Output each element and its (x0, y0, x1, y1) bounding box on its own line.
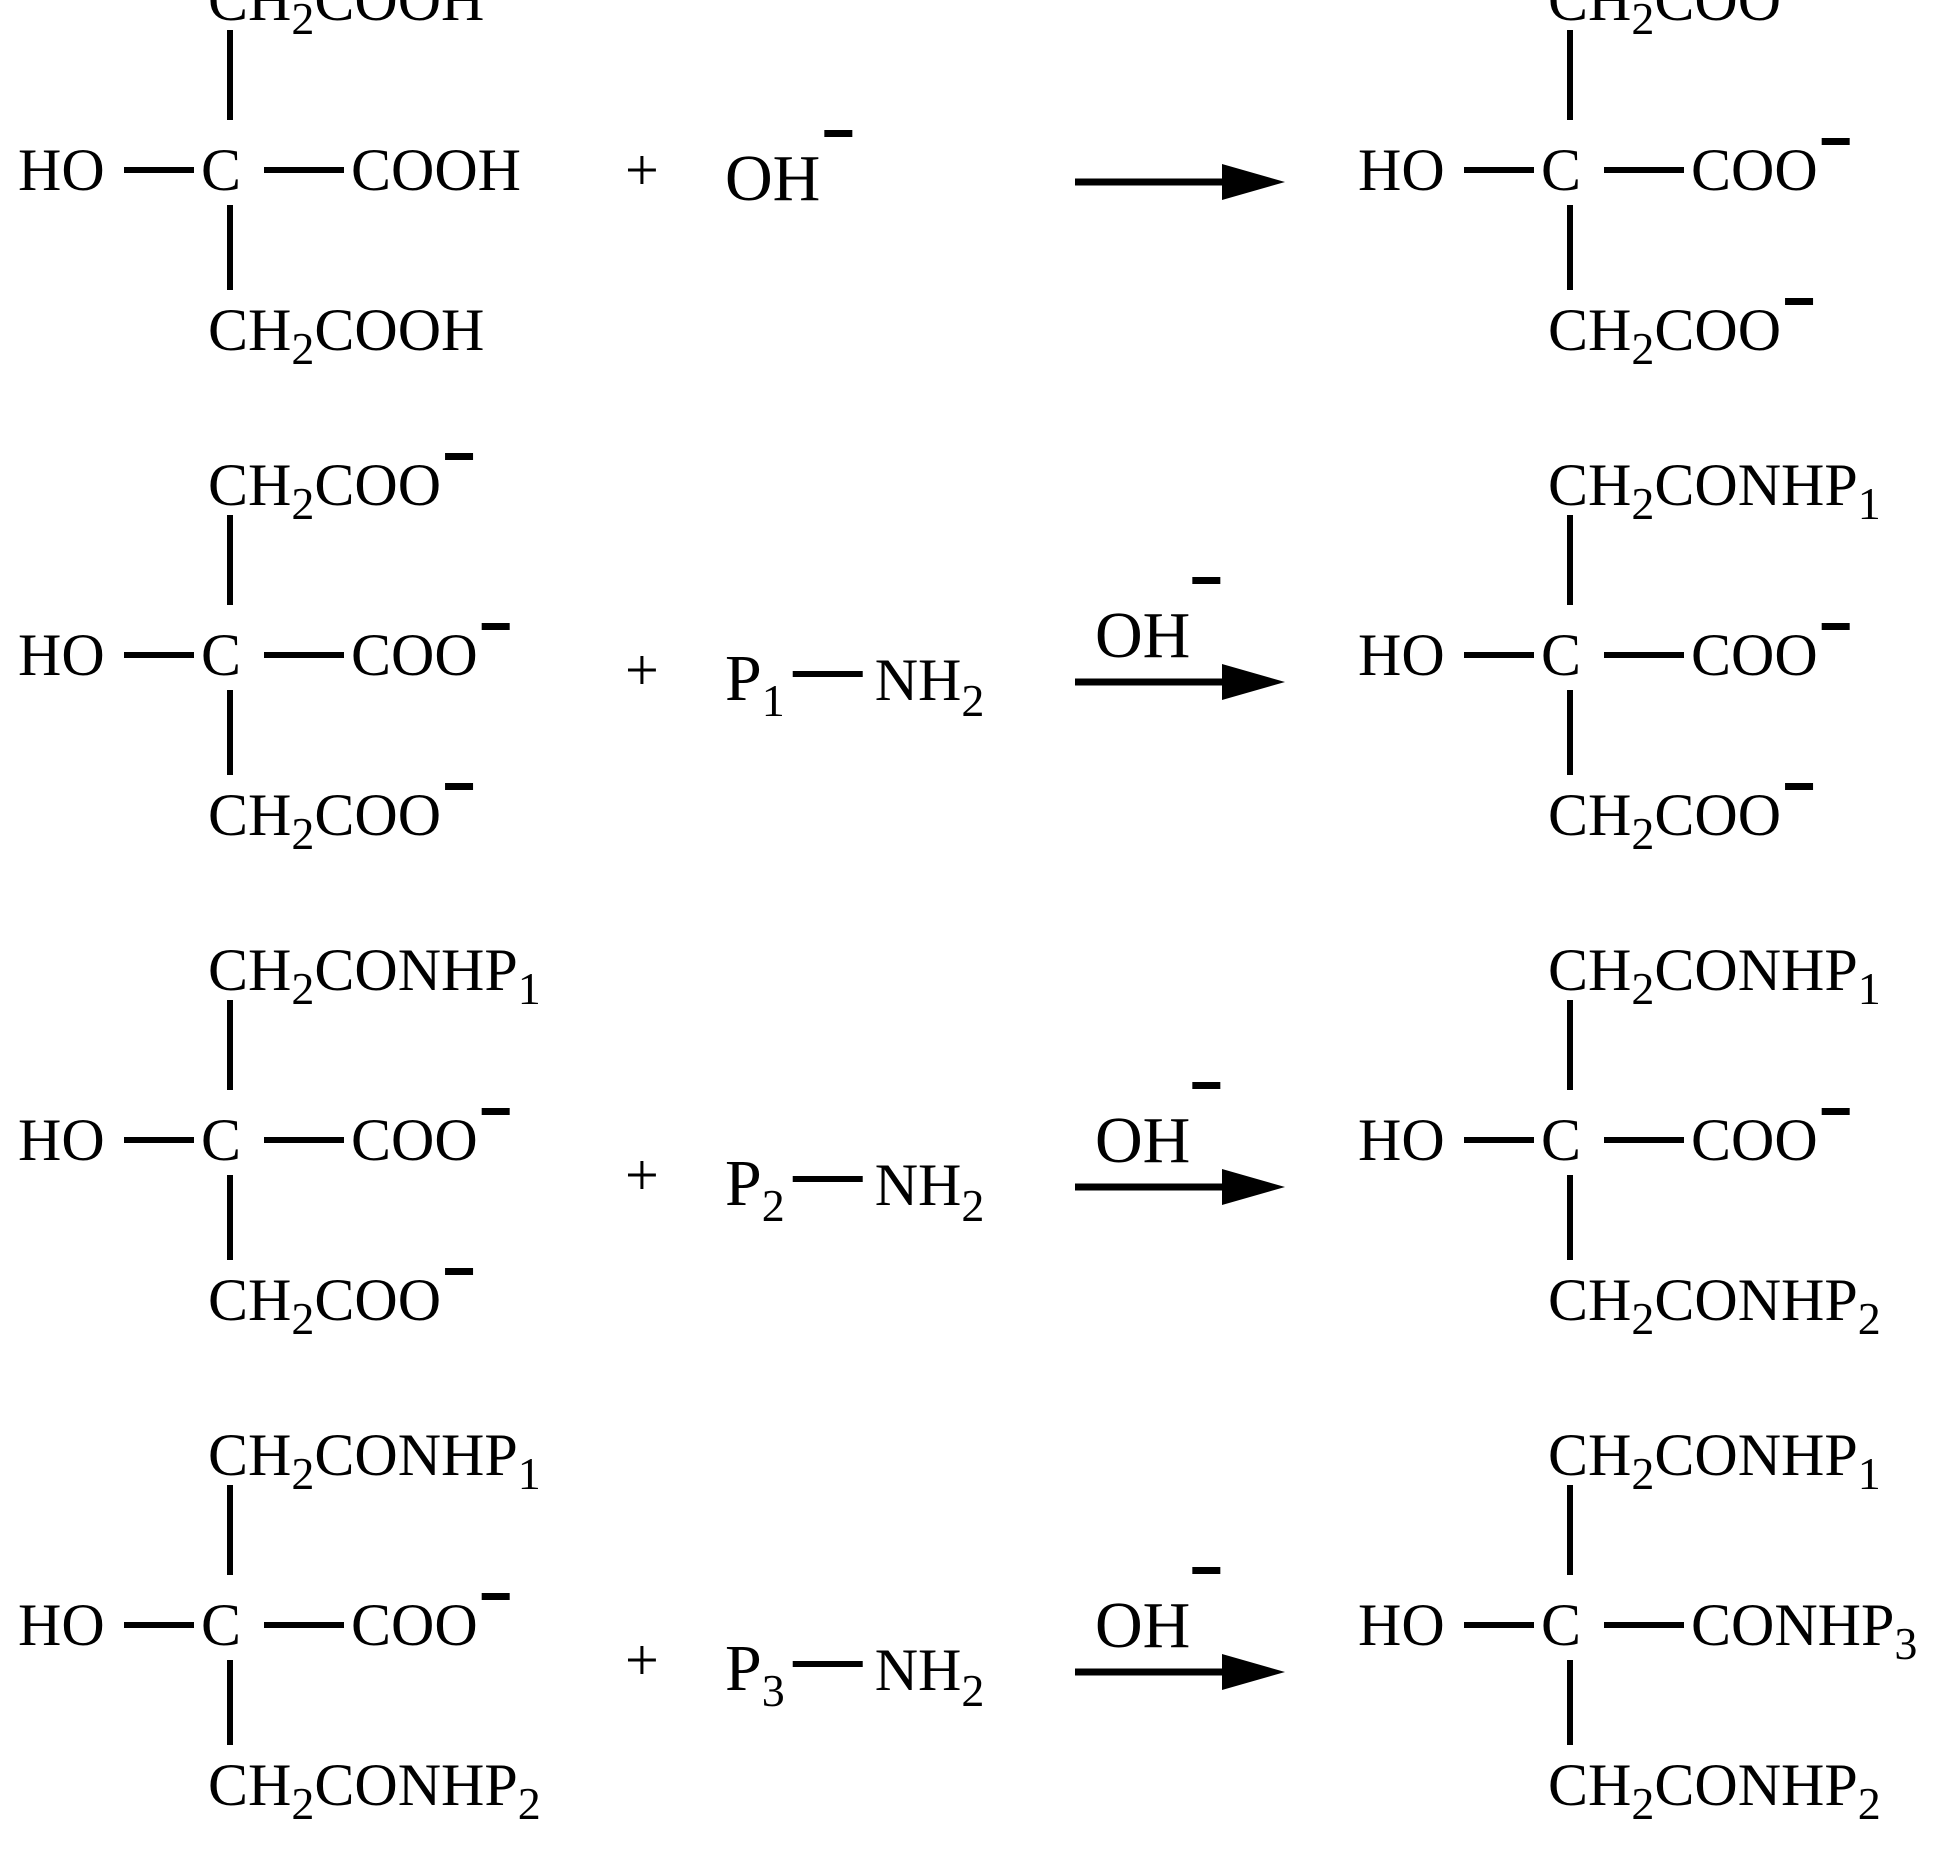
reactant-1-bottom-group: CH2COOH (208, 297, 484, 374)
reaction-row-1: HO C CH2COOH COOH CH2COOH + OH HO C CH2COO COO CH2C… (18, 0, 1850, 374)
reactant-1-center-carbon: C (201, 137, 241, 203)
reactant-2-hydroxyl: HO (18, 622, 105, 688)
product-2-bottom-charge-minus (1785, 783, 1814, 790)
plus-sign: + (625, 1627, 659, 1693)
product-2-right-charge-minus (1821, 623, 1850, 630)
reaction-arrowhead (1222, 664, 1285, 700)
reactant-4-right-charge-minus (481, 1593, 510, 1600)
arrow-catalyst-charge-minus (1192, 577, 1221, 584)
product-1-bottom-charge-minus (1785, 298, 1814, 305)
reactant-2-center-carbon: C (201, 622, 241, 688)
reactant-4-bottom-group: CH2CONHP2 (208, 1752, 541, 1829)
product-4-center-carbon: C (1541, 1592, 1581, 1658)
product-4-bottom-group: CH2CONHP2 (1548, 1752, 1881, 1829)
reactant-2-bottom-charge-minus (445, 783, 474, 790)
amine-reagent-p: P2 (725, 1147, 785, 1231)
product-3-center-carbon: C (1541, 1107, 1581, 1173)
plus-sign: + (625, 137, 659, 203)
reactant-3-bottom-group: CH2COO (208, 1267, 441, 1344)
reaction-arrowhead (1222, 164, 1285, 200)
reactant-2-top-group: CH2COO (208, 452, 441, 529)
reactant-2-right-group: COO (351, 622, 478, 688)
arrow-catalyst-charge-minus (1192, 1082, 1221, 1089)
hydroxide-charge-minus (824, 130, 853, 137)
product-2-center-carbon: C (1541, 622, 1581, 688)
arrow-catalyst-label: OH (1095, 1104, 1190, 1177)
reactant-2-top-charge-minus (445, 453, 474, 460)
amine-group: NH2 (875, 647, 985, 726)
reaction-arrowhead (1222, 1169, 1285, 1205)
product-4-top-group: CH2CONHP1 (1548, 1422, 1881, 1499)
product-1-top-group: CH2COO (1548, 0, 1781, 44)
product-3-right-group: COO (1691, 1107, 1818, 1173)
reactant-3-bottom-charge-minus (445, 1268, 474, 1275)
reactant-3-right-group: COO (351, 1107, 478, 1173)
product-1-right-charge-minus (1821, 138, 1850, 145)
product-1-bottom-group: CH2COO (1548, 297, 1781, 374)
product-1-center-carbon: C (1541, 137, 1581, 203)
product-3-top-group: CH2CONHP1 (1548, 937, 1881, 1014)
product-3-bottom-group: CH2CONHP2 (1548, 1267, 1881, 1344)
reactant-4-right-group: COO (351, 1592, 478, 1658)
arrow-catalyst-charge-minus (1192, 1567, 1221, 1574)
product-4-hydroxyl: HO (1358, 1592, 1445, 1658)
hydroxide-reagent: OH (725, 142, 820, 215)
product-2-bottom-group: CH2COO (1548, 782, 1781, 859)
reactant-2-right-charge-minus (481, 623, 510, 630)
amine-reagent-p: P3 (725, 1632, 785, 1716)
arrow-catalyst-label: OH (1095, 599, 1190, 672)
amine-reagent-p: P1 (725, 642, 785, 726)
reactant-4-hydroxyl: HO (18, 1592, 105, 1658)
product-2-hydroxyl: HO (1358, 622, 1445, 688)
product-1-right-group: COO (1691, 137, 1818, 203)
reactant-2-bottom-group: CH2COO (208, 782, 441, 859)
reactant-1-top-group: CH2COOH (208, 0, 484, 44)
product-2-right-group: COO (1691, 622, 1818, 688)
reactant-3-right-charge-minus (481, 1108, 510, 1115)
reactant-1-hydroxyl: HO (18, 137, 105, 203)
product-2-top-group: CH2CONHP1 (1548, 452, 1881, 529)
product-3-hydroxyl: HO (1358, 1107, 1445, 1173)
arrow-catalyst-label: OH (1095, 1589, 1190, 1662)
reactant-4-center-carbon: C (201, 1592, 241, 1658)
reactant-3-center-carbon: C (201, 1107, 241, 1173)
product-1-hydroxyl: HO (1358, 137, 1445, 203)
product-4-right-group: CONHP3 (1691, 1592, 1917, 1669)
amine-group: NH2 (875, 1152, 985, 1231)
reactant-3-top-group: CH2CONHP1 (208, 937, 541, 1014)
plus-sign: + (625, 1142, 659, 1208)
reaction-row-2: HO C CH2COO COO CH2COO + P1 NH2 OH HO C CH2CONHP1CO… (18, 452, 1881, 859)
plus-sign: + (625, 637, 659, 703)
product-3-right-charge-minus (1821, 1108, 1850, 1115)
reaction-arrowhead (1222, 1654, 1285, 1690)
amine-group: NH2 (875, 1637, 985, 1716)
reactant-3-hydroxyl: HO (18, 1107, 105, 1173)
reactant-4-top-group: CH2CONHP1 (208, 1422, 541, 1499)
reactant-1-right-group: COOH (351, 137, 521, 203)
